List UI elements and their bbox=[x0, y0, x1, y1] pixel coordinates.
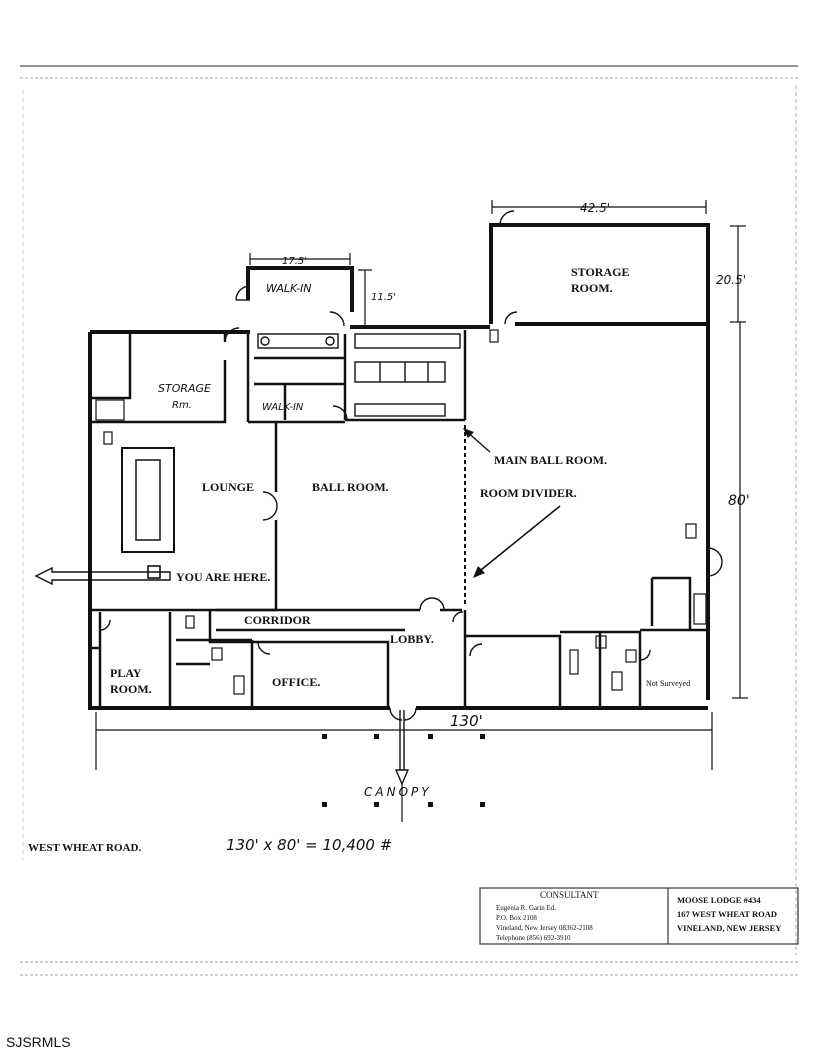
title-lodge-line-3: VINELAND, NEW JERSEY bbox=[677, 923, 781, 933]
exterior-walls bbox=[88, 223, 710, 710]
fixtures bbox=[95, 329, 707, 695]
dim-storage-depth: 20.5' bbox=[716, 273, 746, 287]
room-divider-arrow bbox=[463, 428, 561, 578]
label-street: WEST WHEAT ROAD. bbox=[28, 842, 141, 854]
label-main-ball-room: MAIN BALL ROOM. bbox=[494, 453, 607, 467]
label-room-divider: ROOM DIVIDER. bbox=[480, 486, 577, 500]
label-storage-room-top-2: ROOM. bbox=[571, 281, 613, 295]
interior-walls bbox=[92, 330, 708, 708]
dim-walkin-width: 17.5' bbox=[282, 256, 307, 267]
title-consultant-line-2: P.O. Box 2108 bbox=[496, 914, 537, 922]
label-office: OFFICE. bbox=[272, 675, 320, 689]
label-storage-left-2: Rm. bbox=[172, 400, 192, 411]
you-are-here-arrow bbox=[34, 566, 171, 586]
label-play-room-2: ROOM. bbox=[110, 682, 152, 696]
label-walk-in-mid: WALK-IN bbox=[262, 402, 304, 413]
title-lodge-line-2: 167 WEST WHEAT ROAD bbox=[677, 909, 777, 919]
dim-walkin-depth: 11.5' bbox=[371, 292, 396, 303]
area-calculation: 130' x 80' = 10,400 # bbox=[226, 836, 392, 854]
canopy-line bbox=[394, 710, 410, 822]
canopy-posts bbox=[322, 734, 485, 807]
dim-storage-width: 42.5' bbox=[580, 201, 610, 215]
label-walk-in-top: WALK-IN bbox=[266, 282, 312, 295]
label-corridor: CORRIDOR bbox=[244, 613, 311, 627]
dim-building-width: 130' bbox=[450, 712, 483, 730]
dimension-lines bbox=[95, 200, 748, 770]
label-you-are-here: YOU ARE HERE. bbox=[176, 570, 270, 584]
title-block: CONSULTANT Eugenia R. Garin Ed. P.O. Box… bbox=[479, 887, 799, 945]
label-lounge: LOUNGE bbox=[202, 480, 254, 494]
label-not-surveyed: Not Surveyed bbox=[646, 679, 690, 688]
title-lodge-line-1: MOOSE LODGE #434 bbox=[677, 895, 761, 905]
lounge-bar bbox=[121, 447, 175, 579]
label-canopy: CANOPY bbox=[364, 785, 432, 799]
dim-building-depth: 80' bbox=[728, 493, 750, 509]
title-consultant-heading: CONSULTANT bbox=[540, 890, 599, 900]
label-lobby: LOBBY. bbox=[390, 632, 434, 646]
label-storage-room-top-1: STORAGE bbox=[571, 265, 629, 279]
label-play-room-1: PLAY bbox=[110, 666, 142, 680]
title-consultant-line-3: Vineland, New Jersey 08362-2108 bbox=[496, 924, 593, 932]
label-storage-left-1: STORAGE bbox=[158, 382, 211, 395]
title-consultant-line-4: Telephone (856) 692-3910 bbox=[496, 934, 571, 942]
kitchen-counters bbox=[257, 333, 461, 417]
footer-watermark: SJSRMLS bbox=[6, 1034, 71, 1050]
door-swings bbox=[99, 210, 723, 721]
label-ball-room: BALL ROOM. bbox=[312, 480, 389, 494]
title-consultant-line-1: Eugenia R. Garin Ed. bbox=[496, 904, 556, 912]
